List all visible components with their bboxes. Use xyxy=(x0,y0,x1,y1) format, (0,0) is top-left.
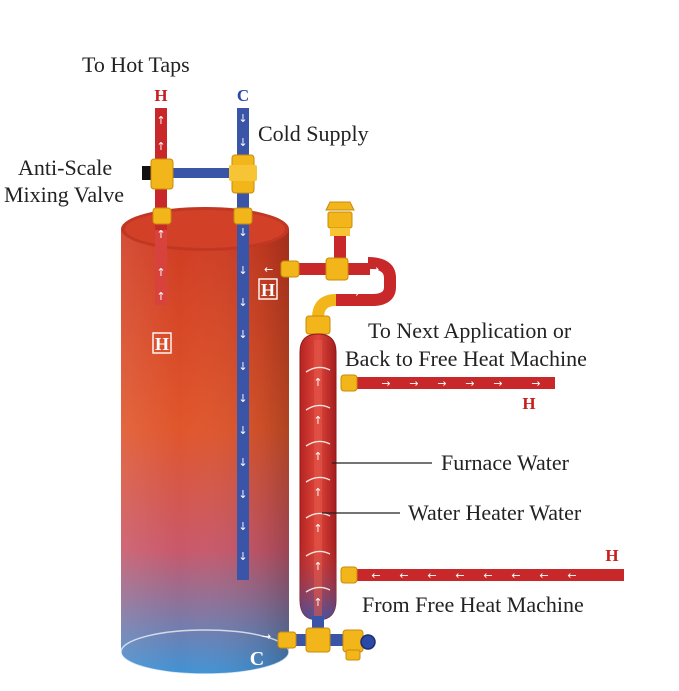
flow-arrow-down-icon: ↓ xyxy=(238,136,247,149)
flow-arrow-down-icon: ↓ xyxy=(238,424,247,437)
drain-valve-icon xyxy=(360,634,376,650)
next-application-h-marker: H xyxy=(522,394,535,413)
svg-text:↑: ↑ xyxy=(156,140,165,153)
flow-arrow-left-icon: ← xyxy=(539,569,548,582)
label-next-application-2: Back to Free Heat Machine xyxy=(345,346,587,371)
svg-text:↑: ↑ xyxy=(156,266,165,279)
svg-text:←: ← xyxy=(264,263,273,276)
flow-arrow-down-icon: ↓ xyxy=(238,328,247,341)
swirl-flow-icon xyxy=(305,512,331,519)
flow-arrow-down-icon: ↓ xyxy=(238,456,247,469)
flow-arrow-down-icon: ↓ xyxy=(238,264,247,277)
flow-arrow-up-icon: ↑ xyxy=(313,450,322,463)
water-heater-tank xyxy=(120,207,290,675)
flow-arrow-right-icon: → xyxy=(381,377,390,390)
cold-marker: C xyxy=(237,86,249,105)
flow-arrow-left-icon: ← xyxy=(483,569,492,582)
flow-arrow-right-icon: → xyxy=(465,377,474,390)
svg-text:→: → xyxy=(262,630,271,643)
svg-text:↑: ↑ xyxy=(156,228,165,241)
flow-arrow-right-icon: → xyxy=(409,377,418,390)
leader-lines xyxy=(322,462,432,514)
flow-arrow-up-icon: ↑ xyxy=(313,596,322,609)
label-anti-scale-1: Anti-Scale xyxy=(18,155,112,180)
cold-supply-pipe: ↓ ↓ ↓ ↓ ↓ ↓ ↓ ↓ ↓ ↓ ↓ ↓ ↓ xyxy=(237,108,249,580)
swirl-flow-icon xyxy=(305,550,331,557)
label-furnace-water: Furnace Water xyxy=(441,450,570,475)
flow-arrow-down-icon: ↓ xyxy=(238,112,247,125)
anti-scale-mixing-valve xyxy=(142,154,257,225)
flow-arrow-left-icon: ← xyxy=(399,569,408,582)
svg-text:→: → xyxy=(370,263,379,276)
svg-text:↑: ↑ xyxy=(156,114,165,127)
flow-arrow-right-icon: → xyxy=(493,377,502,390)
flow-arrow-right-icon: → xyxy=(437,377,446,390)
hot-outlet-pipe: ↑ ↑ ↑ ↑ ↑ xyxy=(155,108,167,305)
cold-inlet-bottom: → xyxy=(262,616,376,661)
flow-arrow-down-icon: ↓ xyxy=(238,550,247,563)
flow-arrow-up-icon: ↑ xyxy=(313,486,322,499)
flow-arrow-down-icon: ↓ xyxy=(238,392,247,405)
tank-hot-outlet-marker: ← H xyxy=(258,263,278,300)
label-to-hot-taps: To Hot Taps xyxy=(82,52,190,77)
svg-text:→: → xyxy=(350,287,359,300)
hot-loop-pipe: → → xyxy=(280,257,396,335)
label-from-free-heat-machine: From Free Heat Machine xyxy=(362,592,584,617)
flow-arrow-up-icon: ↑ xyxy=(313,522,322,535)
tank-hot-marker: H xyxy=(152,332,172,354)
flow-arrow-left-icon: ← xyxy=(567,569,576,582)
svg-text:↑: ↑ xyxy=(156,290,165,303)
flow-arrow-down-icon: ↓ xyxy=(238,520,247,533)
svg-text:H: H xyxy=(155,334,169,354)
flow-arrow-right-icon: → xyxy=(531,377,540,390)
label-anti-scale-2: Mixing Valve xyxy=(4,182,124,207)
free-heat-h-marker: H xyxy=(605,546,618,565)
hot-marker: H xyxy=(154,86,167,105)
swirl-flow-icon xyxy=(305,366,331,373)
flow-arrow-left-icon: ← xyxy=(427,569,436,582)
relief-valve xyxy=(325,201,355,264)
heat-exchanger: ↑ ↑ ↑ ↑ ↑ ↑ ↑ xyxy=(299,333,337,630)
swirl-flow-icon xyxy=(305,586,331,593)
next-application-pipe: → → → → → → xyxy=(340,374,555,392)
flow-arrow-left-icon: ← xyxy=(371,569,380,582)
svg-text:H: H xyxy=(261,280,275,300)
flow-arrow-down-icon: ↓ xyxy=(238,296,247,309)
flow-arrow-down-icon: ↓ xyxy=(238,360,247,373)
flow-arrow-up-icon: ↑ xyxy=(313,376,322,389)
swirl-flow-icon xyxy=(305,440,331,447)
label-next-application-1: To Next Application or xyxy=(368,318,572,343)
flow-arrow-left-icon: ← xyxy=(455,569,464,582)
swirl-flow-icon xyxy=(305,404,331,411)
flow-arrow-down-icon: ↓ xyxy=(238,488,247,501)
label-cold-supply: Cold Supply xyxy=(258,121,369,146)
flow-arrow-left-icon: ← xyxy=(511,569,520,582)
free-heat-inlet-pipe: ← ← ← ← ← ← ← ← xyxy=(340,566,624,584)
flow-arrow-up-icon: ↑ xyxy=(313,560,322,573)
swirl-flow-icon xyxy=(305,476,331,483)
label-water-heater-water: Water Heater Water xyxy=(408,500,582,525)
flow-arrow-down-icon: ↓ xyxy=(238,226,247,239)
flow-arrow-up-icon: ↑ xyxy=(313,414,322,427)
tank-cold-marker: C xyxy=(250,648,264,670)
